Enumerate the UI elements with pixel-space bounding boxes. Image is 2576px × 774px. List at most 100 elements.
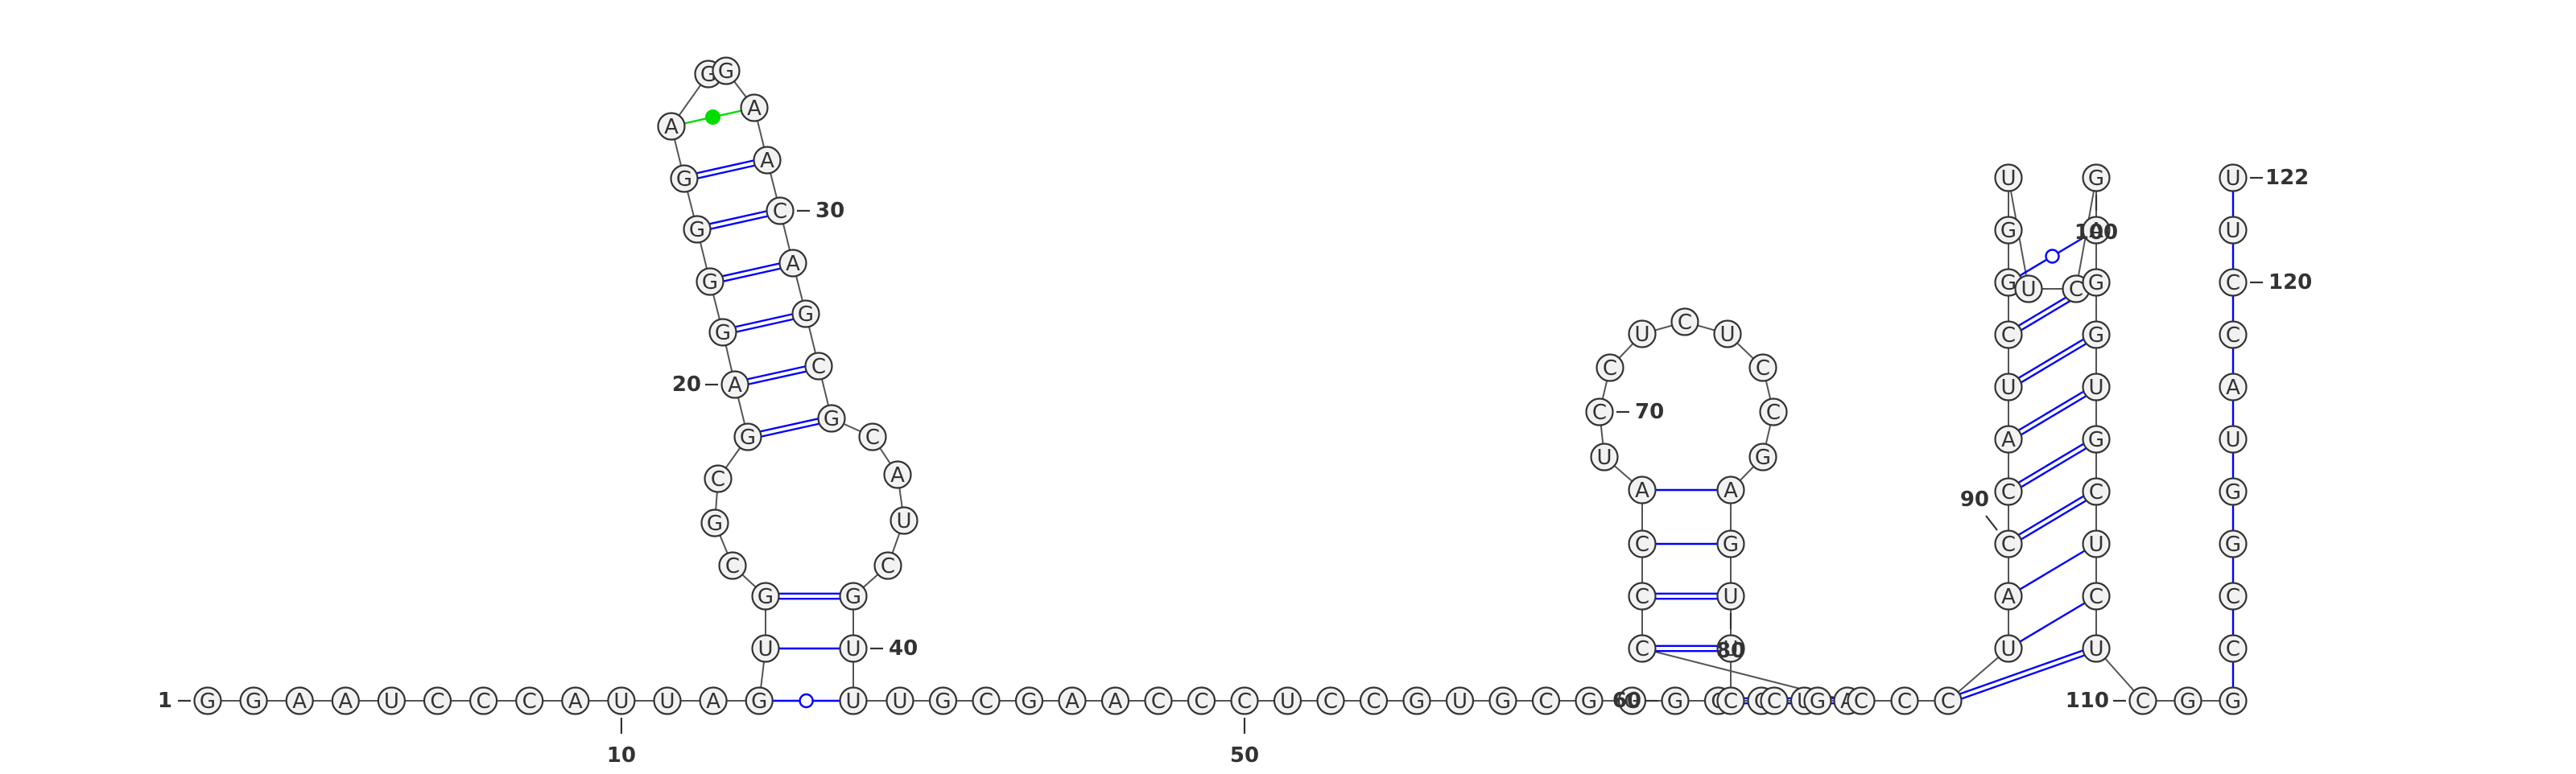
nucleotide-letter: U — [896, 509, 911, 533]
nucleotide-letter: A — [664, 115, 679, 139]
base-pair-93-103 — [2006, 331, 2099, 390]
nucleotide-letter: G — [824, 407, 840, 431]
nucleotide-3: A — [285, 686, 314, 715]
nucleotide-letter: G — [758, 585, 774, 609]
base-pair-13-41 — [759, 693, 853, 709]
nucleotide-113: C — [2219, 634, 2248, 663]
nucleotide-letter: G — [1755, 446, 1771, 470]
base-pairs — [671, 106, 2235, 709]
nucleotide-51: U — [1273, 686, 1302, 715]
nucleotide-letter: G — [2088, 271, 2104, 295]
nucleotide-letter: U — [1596, 446, 1612, 470]
nucleotide-letter: A — [728, 373, 742, 397]
nucleotide-letter: C — [773, 200, 787, 224]
nucleotide-117: U — [2219, 425, 2248, 454]
nucleotide-letter: C — [1766, 401, 1781, 425]
nucleotide-letter: G — [1723, 533, 1739, 557]
nucleotide-60: G — [1661, 686, 1690, 715]
nucleotide-letter: U — [845, 637, 861, 661]
position-label-60: 60 — [1612, 689, 1641, 713]
nucleotide-letter: C — [477, 690, 491, 714]
nucleotide-21: G — [708, 318, 737, 347]
nucleotide-letter: C — [1366, 690, 1381, 714]
nucleotide-letter: C — [2136, 690, 2150, 714]
nucleotide-6: C — [423, 686, 452, 715]
nucleotide-letter: U — [1452, 690, 1468, 714]
nucleotide-71: C — [1596, 353, 1624, 382]
base-pair-95-101 — [2008, 228, 2097, 284]
position-tick — [1985, 515, 1998, 531]
nucleotide-letter: U — [2000, 167, 2016, 191]
nucleotide-57: C — [1531, 686, 1561, 715]
nucleotide-92: A — [1994, 425, 2023, 454]
nucleotide-8: C — [515, 686, 544, 715]
nucleotide-39: G — [839, 582, 868, 611]
nucleotide-letter: G — [1495, 690, 1511, 714]
position-label-40: 40 — [889, 636, 918, 661]
nucleotide-letter: G — [2225, 533, 2241, 557]
nucleotide-letter: C — [2001, 323, 2016, 348]
nucleotide-letter: C — [1592, 401, 1607, 425]
nucleotide-letter: U — [2088, 376, 2103, 400]
nucleotide-letter: C — [1756, 356, 1770, 381]
nucleotide-letter: C — [2001, 533, 2016, 557]
nucleotide-88: U — [1994, 634, 2023, 663]
base-pair-65-81 — [1642, 644, 1731, 653]
nucleotide-97: U — [1994, 163, 2023, 192]
nucleotide-letter: U — [659, 690, 675, 714]
nucleotide-letter: C — [1237, 690, 1252, 714]
nucleotide-letter: G — [1581, 690, 1597, 714]
nucleotide-74: U — [1713, 319, 1742, 348]
nucleotide-81: U — [1716, 634, 1745, 663]
nucleotide-letter: A — [786, 252, 800, 276]
nucleotide-84: G — [1803, 686, 1832, 715]
base-pair-19-34 — [747, 414, 832, 441]
nucleotide-89: A — [1994, 582, 2023, 611]
nucleotide-letter: A — [2001, 428, 2016, 452]
base-pair-21-32 — [722, 310, 807, 336]
nucleotide-114: C — [2219, 582, 2248, 611]
nucleotide-letter: C — [522, 690, 537, 714]
base-pair-87-109 — [1946, 644, 2098, 705]
nucleotide-letter: G — [2180, 690, 2196, 714]
nucleotide-letter: G — [718, 60, 734, 84]
nucleotide-letter: C — [1635, 637, 1649, 661]
nucleotide-103: G — [2082, 320, 2111, 349]
position-label-20: 20 — [672, 373, 701, 397]
nucleotide-letter: A — [760, 149, 774, 173]
nucleotide-letter: C — [2089, 585, 2103, 609]
nucleotide-105: G — [2082, 425, 2111, 454]
nucleotide-36: A — [883, 460, 912, 489]
nucleotide-47: A — [1100, 686, 1130, 715]
position-label-90: 90 — [1960, 488, 1989, 512]
nucleotide-letter: A — [890, 463, 905, 488]
nucleotide-42: U — [886, 686, 914, 715]
nucleotide-14: U — [751, 634, 780, 663]
five-prime-label: 1 — [158, 689, 172, 713]
base-pair-20-33 — [734, 362, 819, 389]
nucleotide-letter: G — [740, 426, 756, 450]
nucleotide-letter: C — [1897, 690, 1912, 714]
nucleotide-27: G — [712, 56, 741, 85]
nucleotide-letter: G — [2088, 323, 2104, 348]
nucleotide-letter: U — [845, 690, 861, 714]
nucleotide-48: C — [1144, 686, 1173, 715]
nucleotide-102: G — [2082, 268, 2111, 297]
nucleotide-70: C — [1585, 397, 1614, 426]
nucleotide-93: U — [1994, 373, 2023, 401]
nucleotide-72: U — [1628, 319, 1657, 348]
nucleotide-letter: G — [935, 690, 951, 714]
nucleotide-letter: C — [1538, 690, 1553, 714]
nucleotide-50: C — [1230, 686, 1259, 715]
nucleotide-53: C — [1359, 686, 1389, 715]
nucleotide-letter: G — [1021, 690, 1037, 714]
nucleotide-56: G — [1488, 686, 1517, 715]
nucleotide-letter: U — [2088, 637, 2103, 661]
nucleotide-38: C — [873, 551, 902, 580]
nucleotide-letter: U — [1719, 323, 1735, 347]
nucleotide-letter: U — [1634, 323, 1649, 347]
nucleotide-98: U — [2014, 274, 2043, 303]
nucleotide-29: A — [753, 146, 782, 175]
nucleotide-letter: C — [1151, 690, 1166, 714]
nucleotide-letter: G — [200, 690, 216, 714]
